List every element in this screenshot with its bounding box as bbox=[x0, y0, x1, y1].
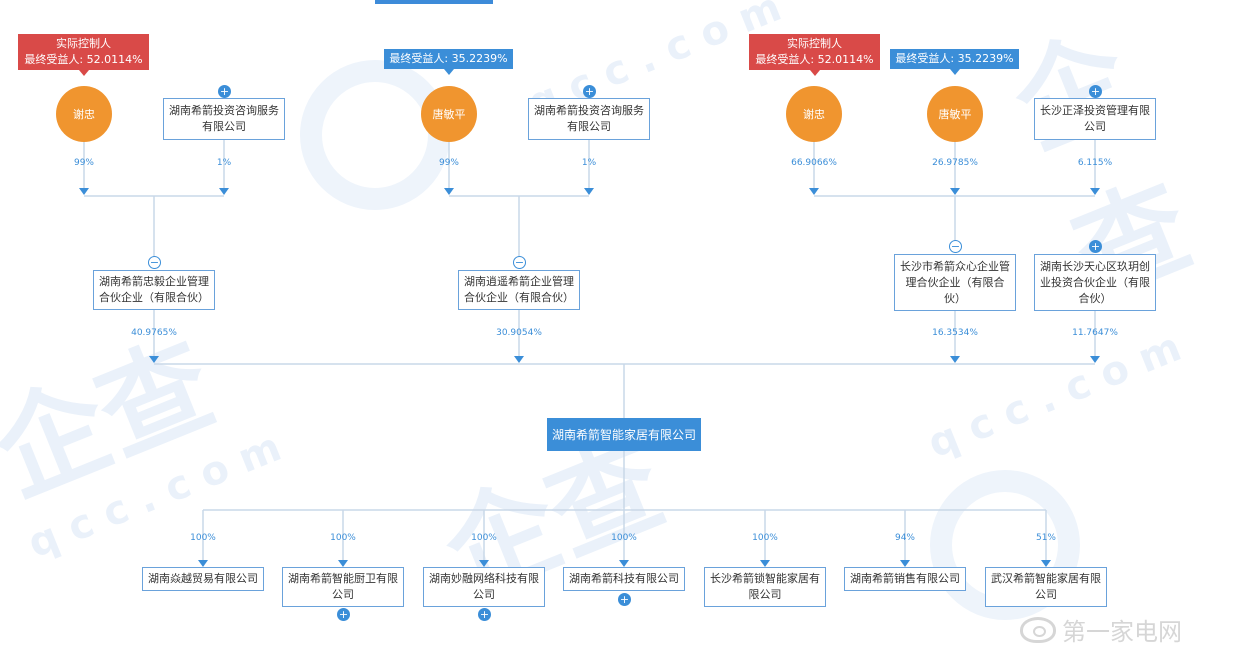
person-node-tang[interactable]: 唐敏平 bbox=[421, 86, 477, 142]
subsidiary-node[interactable]: 长沙希箭锁智能家居有限公司 bbox=[704, 567, 826, 607]
person-node-xie[interactable]: 谢忠 bbox=[56, 86, 112, 142]
subsidiary-node[interactable]: 武汉希箭智能家居有限公司 bbox=[985, 567, 1107, 607]
subsidiary-node[interactable]: 湖南希箭科技有限公司 bbox=[563, 567, 685, 591]
company-name: 长沙希箭锁智能家居有限公司 bbox=[710, 572, 820, 601]
controller-tag: 实际控制人 最终受益人: 52.0114% bbox=[18, 34, 149, 76]
company-name: 湖南长沙天心区玖玥创业投资合伙企业（有限合伙） bbox=[1040, 259, 1150, 305]
share-percent: 94% bbox=[894, 533, 915, 543]
share-percent: 26.9785% bbox=[932, 158, 978, 168]
controller-tag: 实际控制人 最终受益人: 52.0114% bbox=[749, 34, 880, 76]
share-percent: 1% bbox=[581, 158, 597, 168]
company-node-zhongyi[interactable]: 湖南希箭忠毅企业管理合伙企业（有限合伙） bbox=[93, 270, 215, 310]
share-percent: 100% bbox=[330, 533, 356, 543]
person-node-xie[interactable]: 谢忠 bbox=[786, 86, 842, 142]
company-node-hunan-consult[interactable]: 湖南希箭投资咨询服务有限公司 bbox=[528, 98, 650, 140]
company-node-tianxin[interactable]: 湖南长沙天心区玖玥创业投资合伙企业（有限合伙） bbox=[1034, 254, 1156, 311]
subsidiary-node[interactable]: 湖南妙融网络科技有限公司 bbox=[423, 567, 545, 607]
share-percent: 99% bbox=[438, 158, 459, 168]
company-name: 湖南妙融网络科技有限公司 bbox=[429, 572, 539, 601]
company-name: 湖南希箭智能厨卫有限公司 bbox=[288, 572, 398, 601]
collapse-icon[interactable]: − bbox=[148, 256, 161, 269]
company-name: 长沙正泽投资管理有限公司 bbox=[1040, 104, 1150, 133]
person-name: 谢忠 bbox=[803, 108, 825, 121]
company-node-xiaoyao[interactable]: 湖南逍遥希箭企业管理合伙企业（有限合伙） bbox=[458, 270, 580, 310]
person-name: 谢忠 bbox=[73, 108, 95, 121]
expand-icon[interactable]: + bbox=[1089, 240, 1102, 253]
company-name: 长沙市希箭众心企业管理合伙企业（有限合伙） bbox=[900, 259, 1010, 305]
company-name: 湖南焱越贸易有限公司 bbox=[148, 572, 258, 585]
share-percent: 99% bbox=[73, 158, 94, 168]
company-name: 湖南希箭销售有限公司 bbox=[850, 572, 960, 585]
expand-icon[interactable]: + bbox=[337, 608, 350, 621]
company-name: 湖南希箭投资咨询服务有限公司 bbox=[169, 104, 279, 133]
beneficiary-tag: 最终受益人: 35.2239% bbox=[384, 49, 513, 75]
person-name: 唐敏平 bbox=[938, 108, 972, 121]
beneficiary-label: 最终受益人: 52.0114% bbox=[755, 53, 874, 66]
center-company-node[interactable]: 湖南希箭智能家居有限公司 bbox=[547, 418, 701, 451]
subsidiary-node[interactable]: 湖南希箭销售有限公司 bbox=[844, 567, 966, 591]
weibo-icon bbox=[1020, 616, 1056, 643]
company-name: 湖南希箭忠毅企业管理合伙企业（有限合伙） bbox=[99, 275, 209, 304]
person-node-tang[interactable]: 唐敏平 bbox=[927, 86, 983, 142]
collapse-icon[interactable]: − bbox=[949, 240, 962, 253]
share-percent: 16.3534% bbox=[932, 328, 978, 338]
company-node-zhongxin[interactable]: 长沙市希箭众心企业管理合伙企业（有限合伙） bbox=[894, 254, 1016, 311]
share-percent: 100% bbox=[190, 533, 216, 543]
beneficiary-label: 最终受益人: 52.0114% bbox=[24, 53, 143, 66]
subsidiary-node[interactable]: 湖南希箭智能厨卫有限公司 bbox=[282, 567, 404, 607]
share-percent: 51% bbox=[1035, 533, 1056, 543]
company-name: 湖南希箭智能家居有限公司 bbox=[551, 428, 696, 442]
expand-icon[interactable]: + bbox=[1089, 85, 1102, 98]
share-percent: 1% bbox=[216, 158, 232, 168]
company-name: 武汉希箭智能家居有限公司 bbox=[991, 572, 1101, 601]
share-percent: 11.7647% bbox=[1072, 328, 1118, 338]
expand-icon[interactable]: + bbox=[583, 85, 596, 98]
company-name: 湖南希箭科技有限公司 bbox=[569, 572, 679, 585]
expand-icon[interactable]: + bbox=[218, 85, 231, 98]
share-percent: 6.115% bbox=[1077, 158, 1113, 168]
subsidiary-node[interactable]: 湖南焱越贸易有限公司 bbox=[142, 567, 264, 591]
top-scroll-indicator bbox=[375, 0, 493, 4]
company-node-hunan-consult[interactable]: 湖南希箭投资咨询服务有限公司 bbox=[163, 98, 285, 140]
beneficiary-label: 最终受益人: 35.2239% bbox=[895, 52, 1014, 65]
collapse-icon[interactable]: − bbox=[513, 256, 526, 269]
person-name: 唐敏平 bbox=[432, 108, 466, 121]
controller-label: 实际控制人 bbox=[787, 37, 842, 50]
weibo-watermark-text: 第一家电网 bbox=[1062, 618, 1182, 646]
weibo-watermark: 第一家电网 bbox=[1020, 612, 1182, 647]
share-percent: 30.9054% bbox=[496, 328, 542, 338]
share-percent: 66.9066% bbox=[791, 158, 837, 168]
share-percent: 100% bbox=[752, 533, 778, 543]
company-name: 湖南逍遥希箭企业管理合伙企业（有限合伙） bbox=[464, 275, 574, 304]
expand-icon[interactable]: + bbox=[618, 593, 631, 606]
controller-label: 实际控制人 bbox=[56, 37, 111, 50]
share-percent: 100% bbox=[471, 533, 497, 543]
share-percent: 40.9765% bbox=[131, 328, 177, 338]
company-name: 湖南希箭投资咨询服务有限公司 bbox=[534, 104, 644, 133]
share-percent: 100% bbox=[611, 533, 637, 543]
beneficiary-tag: 最终受益人: 35.2239% bbox=[890, 49, 1019, 75]
beneficiary-label: 最终受益人: 35.2239% bbox=[389, 52, 508, 65]
expand-icon[interactable]: + bbox=[478, 608, 491, 621]
company-node-changsha-zhengze[interactable]: 长沙正泽投资管理有限公司 bbox=[1034, 98, 1156, 140]
